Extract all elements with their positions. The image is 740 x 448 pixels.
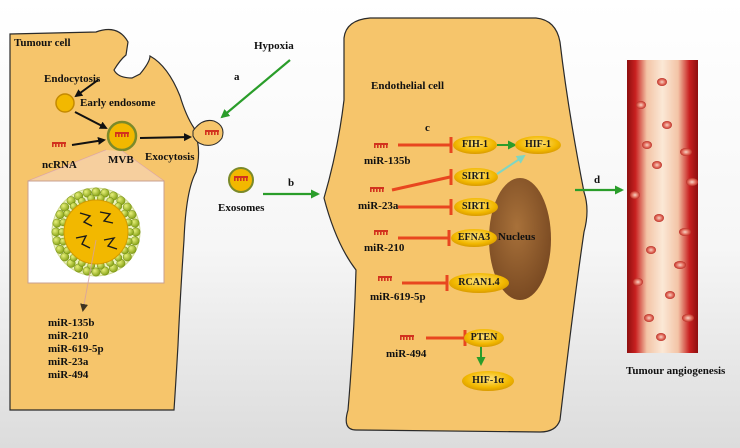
pill-sirt1-a xyxy=(454,168,498,186)
pill-efna3 xyxy=(451,229,497,247)
tumour-mirna-list: miR-135b miR-210 miR-619-5p miR-23a miR-… xyxy=(48,317,104,382)
target-pten: PTEN xyxy=(470,332,498,343)
tumour-mirna-item: miR-210 xyxy=(48,330,89,342)
label-exocytosis: Exocytosis xyxy=(145,151,195,163)
label-endocytosis: Endocytosis xyxy=(44,73,101,85)
mvb-zoom-content xyxy=(51,187,141,277)
target-sirt1-b: SIRT1 xyxy=(462,201,490,212)
arrow-sirt1-hif1 xyxy=(496,154,526,175)
label-early-endosome: Early endosome xyxy=(80,97,156,109)
target-sirt1-a: SIRT1 xyxy=(462,171,490,182)
label-endothelial-cell: Endothelial cell xyxy=(371,80,445,92)
arrow-ncrna-to-mvb xyxy=(71,136,106,146)
target-hif1a: HIF-1α xyxy=(472,375,504,386)
tumour-mirna-item: miR-494 xyxy=(48,369,89,381)
lipid-bead xyxy=(91,187,101,197)
tumour-mirna-item: miR-619-5p xyxy=(48,343,104,355)
arrow-hypoxia xyxy=(220,59,291,119)
arrow-endosome-to-mvb xyxy=(74,111,108,129)
zoom-callout-wedge xyxy=(28,150,164,181)
lipid-bead xyxy=(127,244,137,254)
inhibition-arrows xyxy=(391,137,467,346)
tumour-mirna-item: miR-23a xyxy=(48,356,89,368)
label-mvb: MVB xyxy=(108,154,134,166)
nucleus-shape xyxy=(489,178,551,300)
blood-vessel xyxy=(627,60,698,353)
pill-pten xyxy=(464,329,504,347)
pill-rcan14 xyxy=(449,273,509,293)
lipid-bead xyxy=(91,267,101,277)
pill-hif1 xyxy=(515,136,561,154)
tumour-mirna-item: miR-135b xyxy=(48,317,95,329)
label-mir-135b-endo: miR-135b xyxy=(364,155,411,167)
target-efna3: EFNA3 xyxy=(457,232,491,243)
arrow-endocytosis xyxy=(74,79,99,98)
label-step-c: c xyxy=(425,122,430,134)
arrow-exocytosis xyxy=(139,133,192,142)
pill-fih1 xyxy=(453,136,497,154)
target-fih1: FIH-1 xyxy=(461,139,489,150)
target-hif1: HIF-1 xyxy=(524,139,552,150)
early-endosome-icon xyxy=(55,93,75,113)
label-nucleus: Nucleus xyxy=(498,231,536,243)
label-tumour-angiogenesis: Tumour angiogenesis xyxy=(626,365,726,377)
pill-sirt1-b xyxy=(454,198,498,216)
target-rcan14: RCAN1.4 xyxy=(458,277,500,288)
label-step-b: b xyxy=(288,177,295,189)
label-ncrna: ncRNA xyxy=(42,159,77,171)
pill-hif1a xyxy=(462,371,514,391)
label-mir-494-endo: miR-494 xyxy=(386,348,427,360)
mvb-to-list-pointer xyxy=(80,239,97,312)
red-blood-cells xyxy=(630,78,698,341)
label-mir-210-endo: miR-210 xyxy=(364,242,405,254)
label-hypoxia: Hypoxia xyxy=(254,40,294,52)
endothelial-cell-shape xyxy=(323,17,588,433)
lipid-bead xyxy=(127,210,137,220)
label-tumour-cell: Tumour cell xyxy=(14,37,71,49)
label-step-a: a xyxy=(234,71,240,83)
label-step-d: d xyxy=(594,174,601,186)
lipid-bead xyxy=(55,244,65,254)
label-mir-619-5p-endo: miR-619-5p xyxy=(370,291,426,303)
lipid-bead xyxy=(55,210,65,220)
label-mir-23a-endo: miR-23a xyxy=(358,200,399,212)
label-exosomes: Exosomes xyxy=(218,202,265,214)
